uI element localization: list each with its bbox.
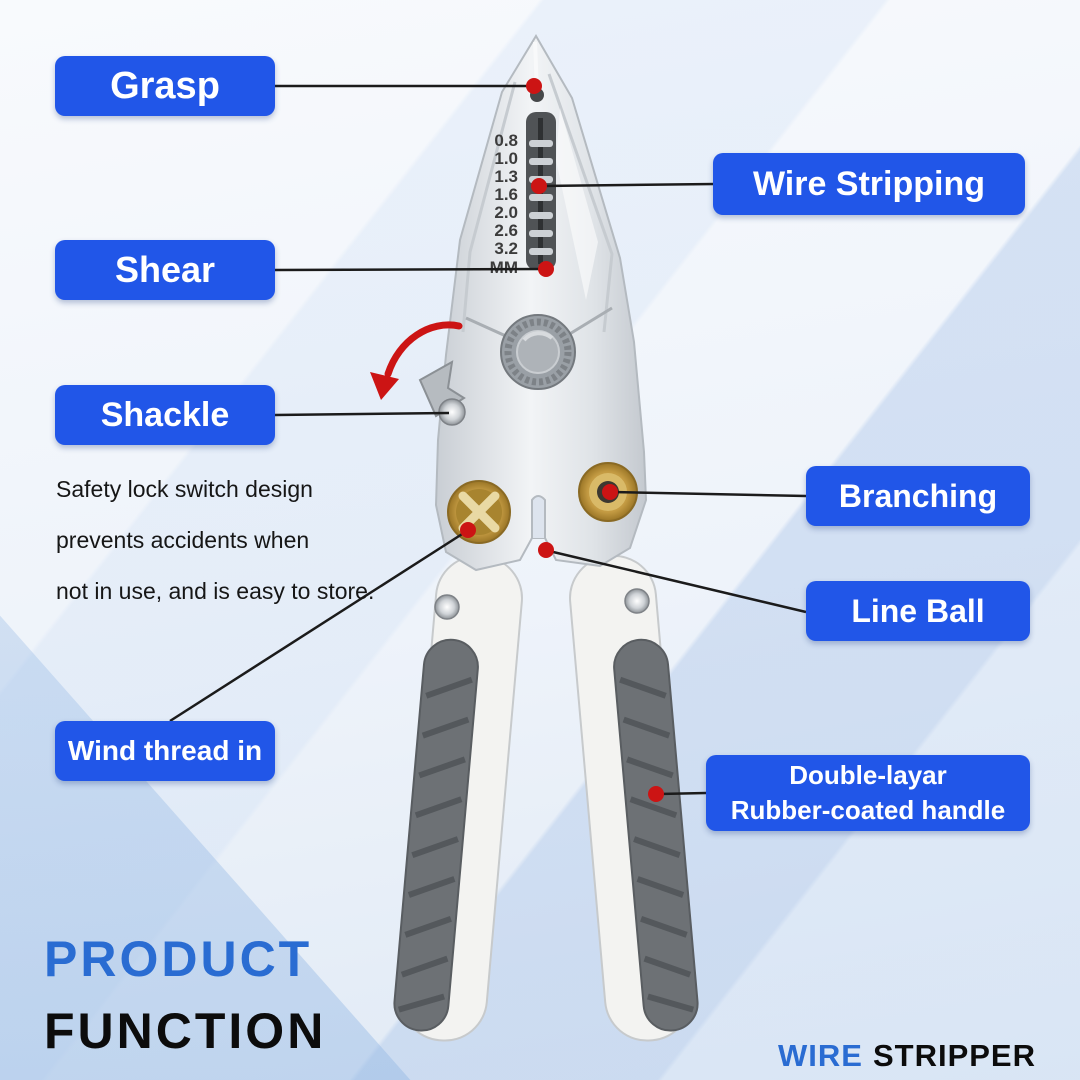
branching-dot — [602, 484, 618, 500]
gauge-label: 2.0 — [494, 203, 518, 222]
right-grip-ridges — [619, 676, 695, 1013]
callout-shackle-label: Shackle — [100, 395, 230, 434]
right-handle — [569, 554, 699, 1042]
callout-target-dots — [460, 78, 664, 802]
callout-shear-label: Shear — [114, 249, 216, 290]
gauge-label: 2.6 — [494, 221, 518, 240]
callout-grasp-label: Grasp — [110, 64, 220, 107]
rotation-arrow — [370, 321, 463, 400]
gauge-unit-label: MM — [490, 258, 518, 277]
callout-line-ball: Line Ball — [806, 581, 1030, 641]
page-title-function: FUNCTION — [44, 1003, 327, 1059]
footer-brand-stripper: STRIPPER — [872, 1038, 1036, 1073]
footer-brand: WIRE STRIPPER — [778, 1038, 1036, 1074]
callout-shackle: Shackle — [55, 385, 275, 445]
gauge-label: 3.2 — [494, 239, 518, 258]
line-ball-dot — [538, 542, 554, 558]
gauge-label: 1.6 — [494, 185, 518, 204]
pivot-screw — [500, 314, 576, 390]
branching-connector — [611, 490, 807, 498]
safety-description-line: prevents accidents when — [56, 527, 310, 553]
callout-connectors — [169, 84, 807, 796]
callout-rubber-handle-line2: Rubber-coated handle — [730, 795, 1006, 825]
callout-branching: Branching — [806, 466, 1030, 526]
callout-shear: Shear — [55, 240, 275, 300]
gauge-label: 1.3 — [494, 167, 518, 186]
gauge-label: 0.8 — [494, 131, 518, 150]
safety-description-line: not in use, and is easy to store. — [56, 578, 375, 604]
left-grip-ridges — [397, 676, 473, 1013]
left-detent-ball — [434, 594, 460, 620]
left-handle — [393, 554, 523, 1042]
gauge-label: 1.0 — [494, 149, 518, 168]
wire-gauge-labels: 0.8 1.0 1.3 1.6 2.0 2.6 3.2 MM — [490, 131, 518, 277]
handle-connector — [658, 791, 707, 796]
cross-hole — [447, 480, 511, 544]
wind-thread-connector — [169, 527, 471, 723]
callout-line-ball-label: Line Ball — [851, 592, 985, 629]
grasp-dot — [526, 78, 542, 94]
callout-wind-thread-in: Wind thread in — [55, 721, 275, 781]
callout-rubber-handle: Double-layar Rubber-coated handle — [706, 755, 1030, 831]
safety-description: Safety lock switch design prevents accid… — [56, 476, 416, 629]
wire-stripping-connector — [540, 182, 716, 188]
wire-stripping-dot — [531, 178, 547, 194]
safety-description-line: Safety lock switch design — [56, 476, 313, 502]
callout-wire-stripping: Wire Stripping — [713, 153, 1025, 215]
handle-dot — [648, 786, 664, 802]
page-title-product: PRODUCT — [44, 931, 313, 987]
callout-wire-stripping-label: Wire Stripping — [752, 164, 986, 203]
shackle-connector — [274, 411, 450, 417]
callout-grasp: Grasp — [55, 56, 275, 116]
wind-thread-dot — [460, 522, 476, 538]
shear-dot — [538, 261, 554, 277]
line-ball-connector — [548, 549, 807, 614]
callout-branching-label: Branching — [838, 477, 998, 514]
footer-brand-wire: WIRE — [778, 1038, 863, 1073]
shear-connector — [274, 267, 546, 272]
right-detent-ball — [624, 588, 650, 614]
callout-rubber-handle-line1: Double-layar — [789, 759, 947, 790]
callout-wind-thread-in-label: Wind thread in — [67, 735, 263, 766]
